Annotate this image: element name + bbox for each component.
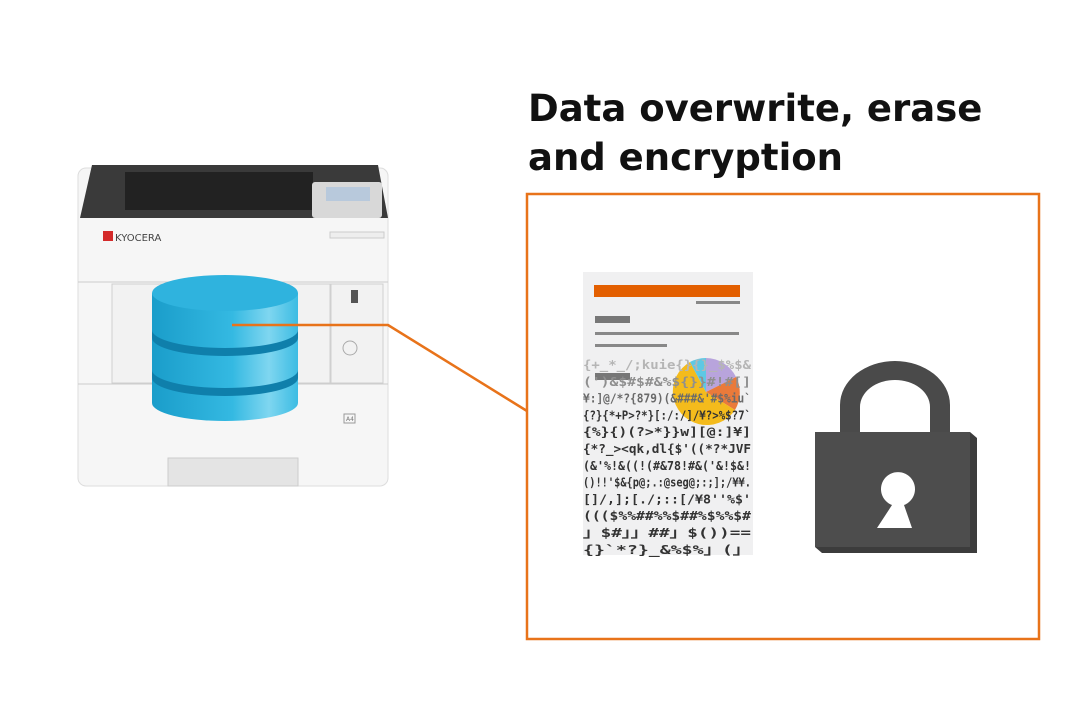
usb-port-icon xyxy=(351,290,358,303)
scrambled-document-icon: {+_*_/;kuie{}{}_$%$&(')&$#$#&%${}}#!#[] ¥… xyxy=(583,272,753,558)
svg-text:KYOCERA: KYOCERA xyxy=(115,233,161,244)
diagram-title: Data overwrite, erase and encryption xyxy=(528,84,982,182)
scrambled-text-line: (&'%!&((!(#&78!#&('&!$&! xyxy=(583,458,751,473)
kyocera-logo: KYOCERA xyxy=(103,231,161,244)
security-feature-frame xyxy=(525,192,1041,641)
scrambled-text-line: {}`*?}_&%$%」(」 xyxy=(583,542,751,558)
paper-size-label xyxy=(343,413,356,424)
scrambled-text: {+_*_/;kuie{}{}_$%$&(')&$#$#&%${}}#!#[] ¥… xyxy=(583,357,752,558)
scrambled-text-line: {*?_><qk,dl{$'((*?*JVF xyxy=(583,441,751,457)
printer-display xyxy=(326,187,370,201)
scrambled-text-line: {?}{*+P>?*}[:/:/]/¥?>%$?7` xyxy=(583,407,751,422)
padlock-icon xyxy=(815,361,977,553)
title-line-1: Data overwrite, erase xyxy=(528,87,983,130)
scrambled-text-line: {+_*_/;kuie{}{}_$%$& xyxy=(583,357,752,373)
keyhole-icon xyxy=(877,472,916,528)
scrambled-text-line: []/,];[./;::[/¥8''%$' xyxy=(583,491,751,506)
title-line-2: and encryption xyxy=(528,136,844,179)
scrambled-text-line: ¥:]@/*?{879)(&###&'#$%iu` xyxy=(583,391,751,406)
svg-text:A4: A4 xyxy=(346,416,354,423)
scrambled-text-line: ((($%%##%%$##%$%%$# xyxy=(583,508,752,523)
scrambled-text-line: ()!!'$&{p@;.:@seg@;:;];/¥¥. xyxy=(583,475,751,490)
connector-line xyxy=(232,323,528,413)
pie-chart-icon xyxy=(672,358,740,426)
scrambled-text-line: (')&$#$#&%${}}#!#[] xyxy=(583,374,751,389)
scrambled-text-line: {%}{)(?>*}}w][@:]¥] xyxy=(583,424,751,439)
database-storage-icon xyxy=(152,275,298,421)
power-icon xyxy=(342,340,358,356)
scrambled-text-line: 」$#」」##」$())== xyxy=(583,525,751,540)
